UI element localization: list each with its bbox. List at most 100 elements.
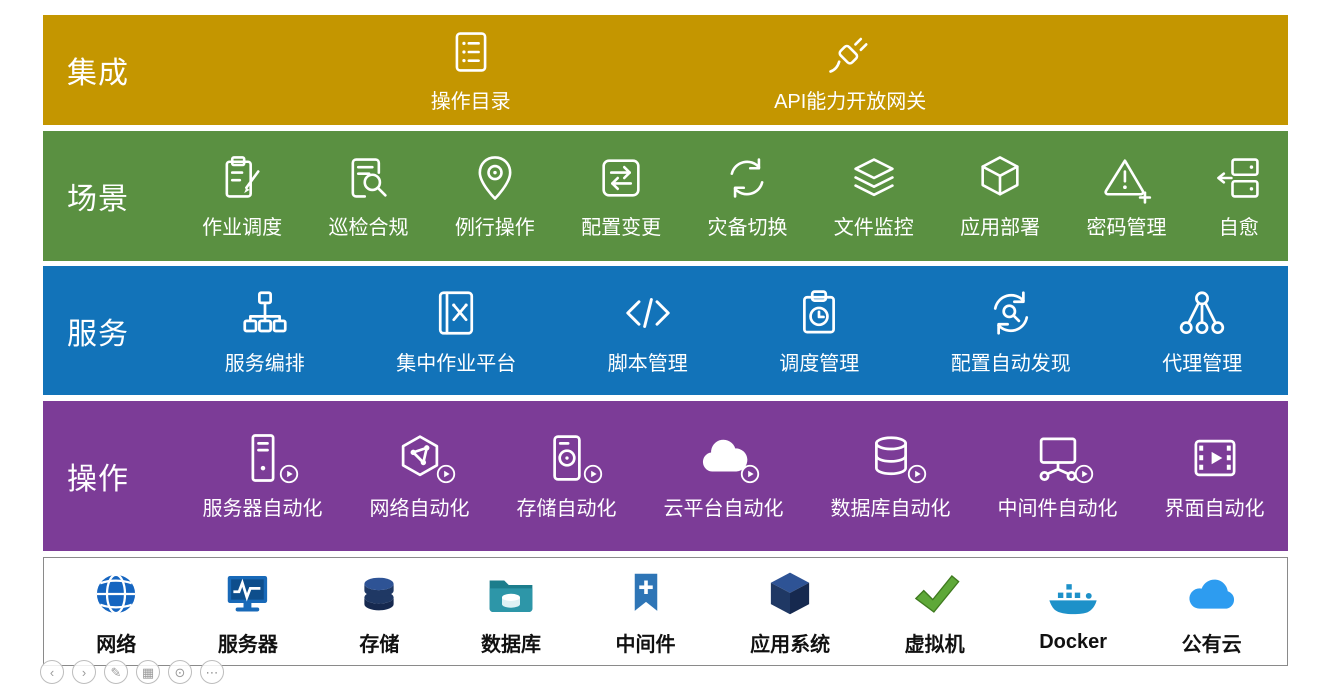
server-automation-icon [236, 431, 298, 485]
config-discovery-icon [984, 286, 1038, 340]
catalog-icon [445, 26, 497, 78]
service-item-orchestration: 服务编排 [225, 286, 305, 376]
operation-item-label: 界面自动化 [1164, 498, 1265, 520]
database-folder-icon [484, 567, 538, 621]
service-item-label: 配置自动发现 [950, 352, 1071, 375]
next-slide-button[interactable]: › [72, 660, 96, 684]
scenario-item-label: 作业调度 [202, 217, 283, 239]
layer-label-operations: 操作 [67, 463, 129, 496]
service-orchestration-icon [238, 286, 292, 340]
more-icon: ⋯ [205, 664, 219, 680]
layer-label-services: 服务 [67, 317, 129, 351]
disaster-switch-refresh-icon [721, 152, 773, 204]
scenario-item-inspection: 巡检合规 [328, 152, 408, 240]
scenario-item-label: 文件监控 [833, 217, 914, 239]
service-item-agent-manage: 代理管理 [1162, 286, 1242, 376]
resource-item-label: 存储 [359, 633, 400, 656]
operation-item-network-automation: 网络自动化 [370, 431, 470, 521]
play-badge-icon [435, 463, 457, 485]
operation-item-label: 服务器自动化 [202, 498, 323, 520]
scenario-item-label: 密码管理 [1086, 217, 1167, 239]
scenario-item-config-change: 配置变更 [581, 152, 661, 240]
cloud-automation-icon [697, 431, 759, 485]
resource-item-middleware: 中间件 [616, 567, 676, 657]
database-automation-icon [864, 431, 926, 485]
routine-operation-pin-icon [469, 152, 521, 204]
more-options-button[interactable]: ⋯ [200, 660, 224, 684]
central-job-platform-icon [429, 286, 483, 340]
resource-item-label: 网络 [96, 633, 137, 656]
scenario-items: 作业调度 巡检合规 [179, 152, 1288, 240]
server-monitor-icon [221, 567, 275, 621]
file-monitor-layers-icon [848, 152, 900, 204]
service-items: 服务编排 集中作业平台 [179, 286, 1288, 376]
service-item-config-discovery: 配置自动发现 [951, 286, 1071, 376]
operation-item-label: 中间件自动化 [997, 498, 1118, 520]
next-arrow-icon: › [81, 664, 87, 680]
scenario-item-routine-ops: 例行操作 [455, 152, 535, 240]
operation-item-label: 网络自动化 [369, 498, 470, 520]
public-cloud-icon [1182, 567, 1242, 621]
pen-tool-button[interactable]: ✎ [104, 660, 128, 684]
storage-automation-icon [540, 431, 602, 485]
zoom-icon: ⊙ [174, 664, 186, 680]
resource-item-label: Docker [1039, 630, 1108, 653]
prev-slide-button[interactable]: ‹ [40, 660, 64, 684]
resource-item-docker: Docker [1039, 570, 1107, 654]
pen-icon: ✎ [110, 664, 122, 680]
storage-disks-icon [352, 567, 406, 621]
layer-integration: 集成 操作目录 [43, 15, 1288, 125]
zoom-button[interactable]: ⊙ [168, 660, 192, 684]
docker-whale-icon [1046, 570, 1100, 624]
middleware-flag-icon [619, 567, 673, 621]
scenario-item-label: 灾备切换 [707, 217, 788, 239]
operation-item-database-automation: 数据库自动化 [831, 431, 951, 521]
scenario-item-label: 例行操作 [454, 217, 535, 239]
layer-label-scenarios: 场景 [67, 183, 129, 216]
operation-item-server-automation: 服务器自动化 [203, 431, 323, 521]
scenario-item-app-deploy: 应用部署 [960, 152, 1040, 240]
resource-item-public-cloud: 公有云 [1182, 567, 1242, 657]
resource-item-app-system: 应用系统 [750, 567, 830, 657]
resource-items: 网络 服务器 [44, 567, 1287, 657]
menu-button[interactable]: ▦ [136, 660, 160, 684]
layer-services: 服务 服务编排 [43, 266, 1288, 395]
layer-resources: 网络 服务器 [43, 557, 1288, 666]
layer-scenarios: 场景 作业调度 [43, 131, 1288, 261]
config-change-icon [595, 152, 647, 204]
operation-item-label: 存储自动化 [516, 498, 617, 520]
middleware-automation-icon [1031, 431, 1093, 485]
resource-item-label: 虚拟机 [904, 633, 965, 656]
integration-item-label: API能力开放网关 [774, 91, 927, 113]
resource-item-label: 公有云 [1181, 633, 1242, 656]
resource-item-database: 数据库 [481, 567, 541, 657]
resource-item-storage: 存储 [352, 567, 406, 657]
schedule-manage-clipboard-icon [792, 286, 846, 340]
play-badge-icon [1073, 463, 1095, 485]
inspection-compliance-icon [342, 152, 394, 204]
scenario-item-label: 配置变更 [581, 217, 662, 239]
operation-item-storage-automation: 存储自动化 [517, 431, 617, 521]
service-item-label: 调度管理 [779, 352, 860, 375]
menu-grid-icon: ▦ [141, 664, 155, 680]
agent-manage-tree-icon [1175, 286, 1229, 340]
scenario-item-label: 自愈 [1218, 217, 1259, 239]
play-badge-icon [739, 463, 761, 485]
resource-item-network: 网络 [89, 567, 143, 657]
integration-items: 操作目录 API能力开放网关 [179, 26, 1288, 114]
service-item-label: 集中作业平台 [396, 352, 517, 375]
scenario-item-job-scheduling: 作业调度 [202, 152, 282, 240]
vm-check-icon [908, 567, 962, 621]
operation-item-label: 数据库自动化 [830, 498, 951, 520]
resource-item-label: 服务器 [217, 633, 278, 656]
resource-item-vm: 虚拟机 [905, 567, 965, 657]
prev-arrow-icon: ‹ [49, 664, 55, 680]
scenario-item-self-heal: 自愈 [1213, 152, 1265, 240]
service-item-script-manage: 脚本管理 [608, 286, 688, 376]
resource-item-label: 数据库 [480, 633, 541, 656]
app-system-cube-icon [763, 567, 817, 621]
play-badge-icon [582, 463, 604, 485]
operation-item-middleware-automation: 中间件自动化 [998, 431, 1118, 521]
operation-item-label: 云平台自动化 [663, 498, 784, 520]
